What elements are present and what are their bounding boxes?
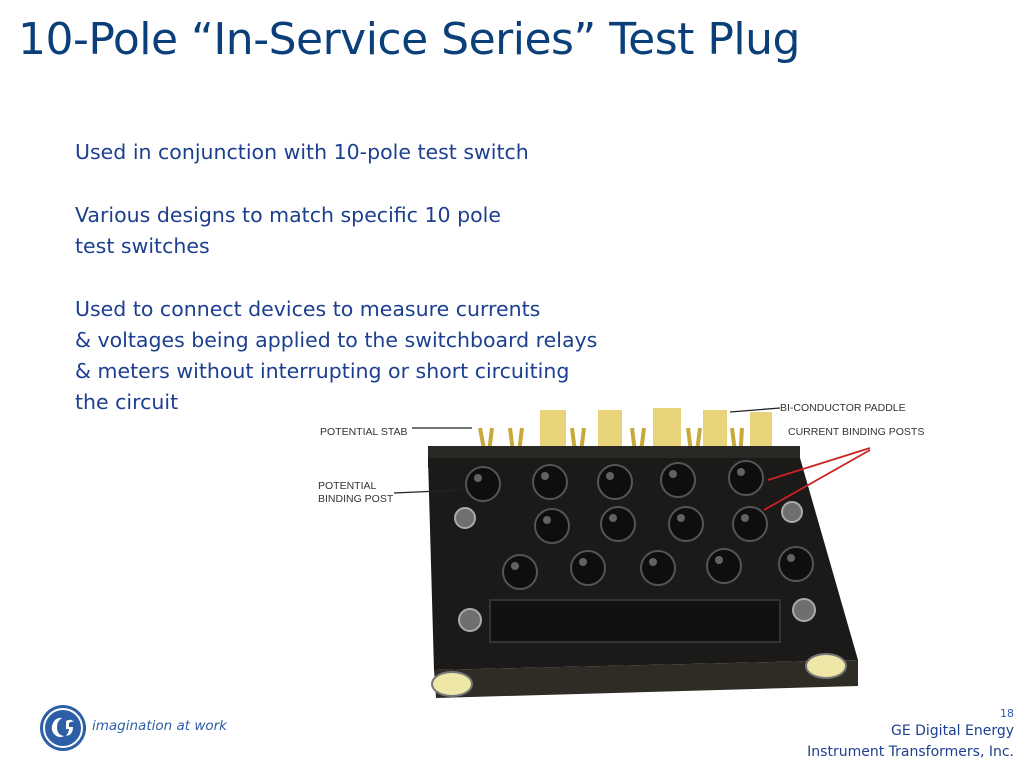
tagline: imagination at work [92,718,227,734]
bullet-list: Used in conjunction with 10-pole test sw… [75,137,655,450]
bullet-item: Used in conjunction with 10-pole test sw… [75,140,529,164]
test-plug-photo: POTENTIAL STAB BI-CONDUCTOR PADDLE CURRE… [310,398,930,708]
company-name: GE Digital Energy [890,723,1014,739]
slide-title: 10-Pole “In-Service Series” Test Plug [18,14,800,65]
test-plug-illustration [393,407,871,698]
callout-potential-stab: POTENTIAL STAB [320,426,408,438]
page-number: 18 [1000,707,1014,720]
callout-bi-conductor-paddle: BI-CONDUCTOR PADDLE [780,402,906,414]
company-subname: Instrument Transformers, Inc. [807,744,1014,760]
callout-potential-binding-post: POTENTIAL BINDING POST [318,480,394,505]
bullet-item: Various designs to match specific 10 pol… [75,203,501,258]
callout-current-binding-posts: CURRENT BINDING POSTS [788,426,925,438]
ge-logo-icon [38,703,88,753]
bullet-item: Used to connect devices to measure curre… [75,297,598,414]
